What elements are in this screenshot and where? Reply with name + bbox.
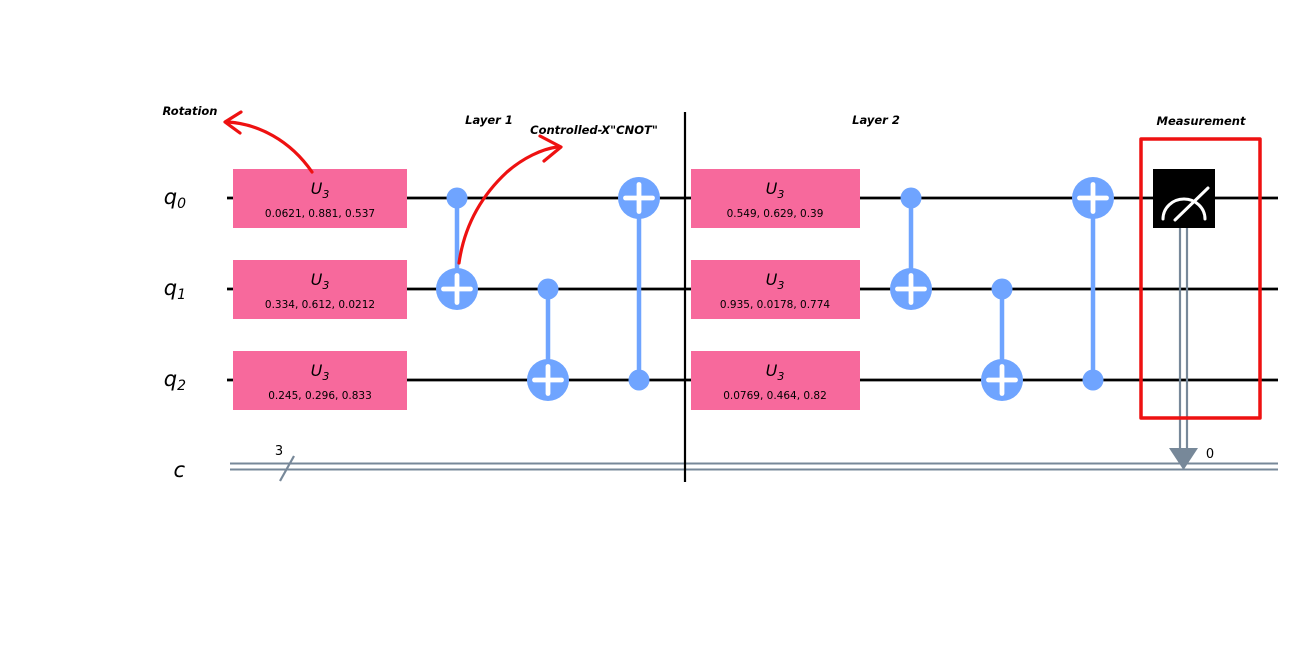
u3-box xyxy=(691,169,860,228)
cnot-layer2-q2-q0 xyxy=(1072,177,1114,391)
u3-sub: 3 xyxy=(322,370,329,383)
measure-needle-icon xyxy=(1173,186,1210,222)
u3-base: U xyxy=(766,179,778,198)
rotation-label: Rotation xyxy=(163,104,218,118)
arrow-curve xyxy=(226,120,314,174)
q1-base: q xyxy=(164,276,177,300)
u3-sub: 3 xyxy=(777,188,784,201)
u3-gate-layer1-q0: U3 0.0621, 0.881, 0.537 xyxy=(233,169,407,228)
u3-gate-layer1-q1: U3 0.334, 0.612, 0.0212 xyxy=(233,260,407,319)
bit-count-label: 3 xyxy=(275,444,283,459)
q0-base: q xyxy=(164,185,177,209)
cnot-control-dot xyxy=(628,369,650,391)
u3-base: U xyxy=(766,361,778,380)
u3-base: U xyxy=(766,270,778,289)
q2-sub: 2 xyxy=(177,378,186,394)
arrow-head xyxy=(538,134,563,163)
cnot-control-dot xyxy=(446,187,468,209)
u3-gate-layer2-q2: U3 0.0769, 0.464, 0.82 xyxy=(691,351,860,410)
u3-sub: 3 xyxy=(322,279,329,292)
cnot-layer1-q2-q0 xyxy=(618,177,660,391)
arrow-curve xyxy=(457,145,559,265)
measurement-highlight-rect xyxy=(1139,137,1262,420)
cnot-layer1-q0-q1 xyxy=(436,187,478,310)
u3-box xyxy=(233,351,407,410)
cnot-control-dot xyxy=(1082,369,1104,391)
classical-wire: 3 xyxy=(230,444,1278,482)
u3-base: U xyxy=(311,361,323,380)
u3-box xyxy=(233,169,407,228)
cnot-annotation-arrow xyxy=(457,134,563,265)
u3-params: 0.245, 0.296, 0.833 xyxy=(268,390,372,402)
u3-params: 0.0621, 0.881, 0.537 xyxy=(265,208,375,220)
u3-sub: 3 xyxy=(777,370,784,383)
cnot-control-dot xyxy=(900,187,922,209)
cnot-layer1-q1-q2 xyxy=(527,278,569,401)
u3-gate-name: U3 xyxy=(311,179,330,201)
layer1-label: Layer 1 xyxy=(465,113,513,127)
u3-gate-layer1-q2: U3 0.245, 0.296, 0.833 xyxy=(233,351,407,410)
q2-base: q xyxy=(164,367,177,391)
controlled-x-cnot-label: Controlled-X"CNOT" xyxy=(530,123,658,137)
q0-sub: 0 xyxy=(177,196,186,212)
u3-box xyxy=(233,260,407,319)
u3-gate-layer2-q0: U3 0.549, 0.629, 0.39 xyxy=(691,169,860,228)
u3-params: 0.0769, 0.464, 0.82 xyxy=(723,390,827,402)
u3-gate-name: U3 xyxy=(311,270,330,292)
u3-params: 0.334, 0.612, 0.0212 xyxy=(265,299,375,311)
layer2-label: Layer 2 xyxy=(852,113,900,127)
u3-gate-name: U3 xyxy=(766,361,785,383)
u3-gate-name: U3 xyxy=(766,270,785,292)
measure-target-bit-label: 0 xyxy=(1206,447,1214,462)
u3-params: 0.549, 0.629, 0.39 xyxy=(727,208,824,220)
qubit-label-q2: q2 xyxy=(164,367,186,394)
u3-box xyxy=(691,351,860,410)
rotation-annotation-arrow xyxy=(223,110,314,174)
arrow-head xyxy=(223,110,243,135)
measure-gate-q0: 0 xyxy=(1153,169,1215,470)
u3-gate-name: U3 xyxy=(311,361,330,383)
u3-gate-name: U3 xyxy=(766,179,785,201)
u3-base: U xyxy=(311,270,323,289)
measure-arrowhead xyxy=(1169,448,1198,470)
measure-dial-arc-icon xyxy=(1161,197,1207,221)
u3-sub: 3 xyxy=(777,279,784,292)
u3-sub: 3 xyxy=(322,188,329,201)
cnot-layer2-q1-q2 xyxy=(981,278,1023,401)
u3-box xyxy=(691,260,860,319)
u3-base: U xyxy=(311,179,323,198)
cnot-control-dot xyxy=(991,278,1013,300)
cnot-layer2-q0-q1 xyxy=(890,187,932,310)
qubit-label-q1: q1 xyxy=(164,276,186,303)
cnot-control-dot xyxy=(537,278,559,300)
u3-params: 0.935, 0.0178, 0.774 xyxy=(720,299,831,311)
qubit-label-q0: q0 xyxy=(164,185,186,212)
measurement-label: Measurement xyxy=(1157,114,1246,128)
bit-width-slash xyxy=(279,455,295,482)
q1-sub: 1 xyxy=(177,287,186,303)
clbit-label-c: c xyxy=(173,458,185,482)
u3-gate-layer2-q1: U3 0.935, 0.0178, 0.774 xyxy=(691,260,860,319)
